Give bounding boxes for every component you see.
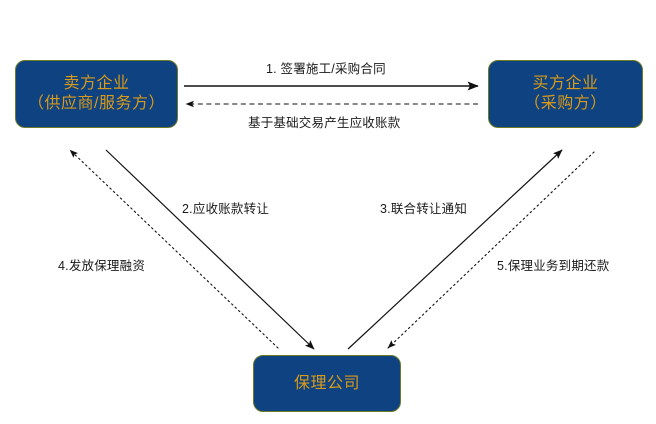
node-buyer-label-line2: （采购方） [524, 95, 607, 112]
edge-label-assignment: 2.应收账款转让 [182, 202, 270, 216]
edge-label-financing: 4.发放保理融资 [58, 259, 146, 273]
edge-label-contract: 1. 签署施工/采购合同 [266, 62, 386, 76]
edge-financing-line [69, 149, 279, 349]
node-seller-enterprise[interactable]: 卖方企业 （供应商/服务方） [15, 60, 178, 128]
edge-repayment-line [387, 151, 595, 349]
node-seller-label-line2: （供应商/服务方） [28, 95, 165, 112]
edge-label-repayment: 5.保理业务到期还款 [497, 259, 610, 273]
node-buyer-enterprise[interactable]: 买方企业 （采购方） [488, 60, 643, 128]
edge-label-receivable: 基于基础交易产生应收账款 [248, 116, 401, 130]
edge-notice-line [347, 149, 563, 350]
node-factoring-company[interactable]: 保理公司 [253, 355, 401, 412]
node-seller-label-line1: 卖方企业 [63, 75, 130, 93]
edge-label-notice: 3.联合转让通知 [380, 202, 468, 216]
node-buyer-label-line1: 买方企业 [532, 75, 599, 93]
edge-assignment-line [105, 149, 315, 350]
node-factor-label-line1: 保理公司 [293, 374, 360, 392]
